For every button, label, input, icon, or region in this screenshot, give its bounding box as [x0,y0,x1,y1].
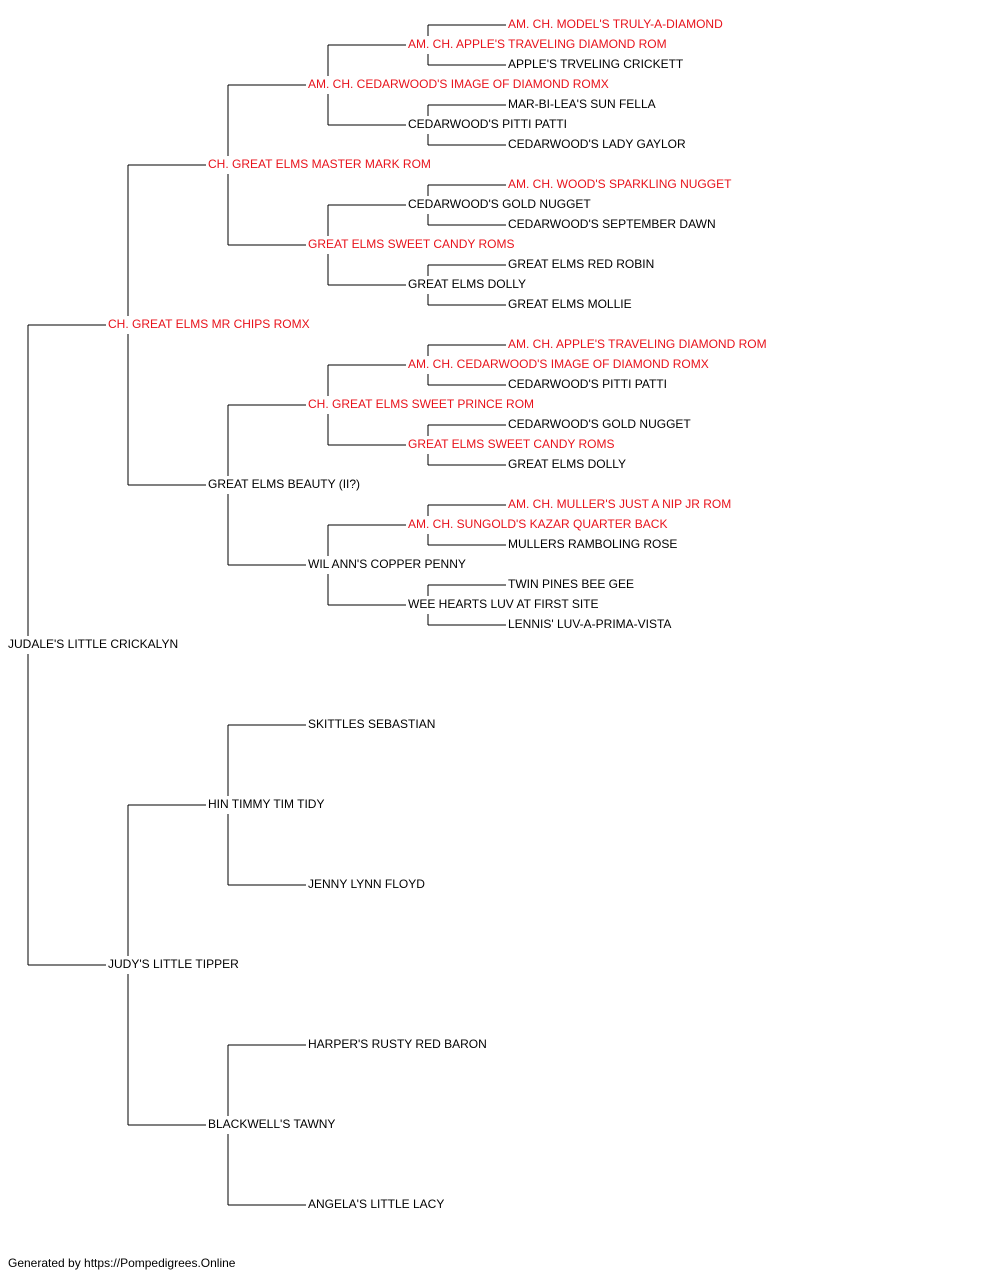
pedigree-entry-great-elms-sweet-candy-roms: GREAT ELMS SWEET CANDY ROMS [408,437,614,451]
pedigree-entry-angela-s-little-lacy: ANGELA'S LITTLE LACY [308,1197,444,1211]
pedigree-entry-great-elms-red-robin: GREAT ELMS RED ROBIN [508,257,654,271]
pedigree-entry-great-elms-beauty-ii: GREAT ELMS BEAUTY (II?) [208,477,360,491]
pedigree-entry-apple-s-trveling-crickett: APPLE'S TRVELING CRICKETT [508,57,684,71]
pedigree-entry-lennis-luv-a-prima-vista: LENNIS' LUV-A-PRIMA-VISTA [508,617,671,631]
generated-by-footer: Generated by https://Pompedigrees.Online [8,1256,236,1270]
pedigree-entry-cedarwood-s-gold-nugget: CEDARWOOD'S GOLD NUGGET [408,197,591,211]
pedigree-entry-skittles-sebastian: SKITTLES SEBASTIAN [308,717,435,731]
pedigree-entry-am-ch-apple-s-traveling-diamond-rom: AM. CH. APPLE'S TRAVELING DIAMOND ROM [408,37,667,51]
pedigree-entry-am-ch-cedarwood-s-image-of-diamond-romx: AM. CH. CEDARWOOD'S IMAGE OF DIAMOND ROM… [308,77,609,91]
pedigree-entry-hin-timmy-tim-tidy: HIN TIMMY TIM TIDY [208,797,324,811]
pedigree-entry-wil-ann-s-copper-penny: WIL ANN'S COPPER PENNY [308,557,466,571]
pedigree-entry-judy-s-little-tipper: JUDY'S LITTLE TIPPER [108,957,239,971]
pedigree-entry-harper-s-rusty-red-baron: HARPER'S RUSTY RED BARON [308,1037,487,1051]
pedigree-entry-cedarwood-s-september-dawn: CEDARWOOD'S SEPTEMBER DAWN [508,217,716,231]
pedigree-entry-cedarwood-s-lady-gaylor: CEDARWOOD'S LADY GAYLOR [508,137,686,151]
pedigree-entry-am-ch-sungold-s-kazar-quarter-back: AM. CH. SUNGOLD'S KAZAR QUARTER BACK [408,517,667,531]
pedigree-entry-blackwell-s-tawny: BLACKWELL'S TAWNY [208,1117,335,1131]
pedigree-entry-am-ch-muller-s-just-a-nip-jr-rom: AM. CH. MULLER'S JUST A NIP JR ROM [508,497,731,511]
pedigree-entry-ch-great-elms-sweet-prince-rom: CH. GREAT ELMS SWEET PRINCE ROM [308,397,534,411]
pedigree-entry-ch-great-elms-mr-chips-romx: CH. GREAT ELMS MR CHIPS ROMX [108,317,310,331]
pedigree-entry-great-elms-sweet-candy-roms: GREAT ELMS SWEET CANDY ROMS [308,237,514,251]
pedigree-entry-mullers-ramboling-rose: MULLERS RAMBOLING ROSE [508,537,677,551]
pedigree-entry-am-ch-apple-s-traveling-diamond-rom: AM. CH. APPLE'S TRAVELING DIAMOND ROM [508,337,767,351]
pedigree-entry-great-elms-mollie: GREAT ELMS MOLLIE [508,297,632,311]
pedigree-entry-judale-s-little-crickalyn: JUDALE'S LITTLE CRICKALYN [8,637,178,651]
pedigree-entry-wee-hearts-luv-at-first-site: WEE HEARTS LUV AT FIRST SITE [408,597,599,611]
pedigree-entry-am-ch-cedarwood-s-image-of-diamond-romx: AM. CH. CEDARWOOD'S IMAGE OF DIAMOND ROM… [408,357,709,371]
pedigree-entry-am-ch-wood-s-sparkling-nugget: AM. CH. WOOD'S SPARKLING NUGGET [508,177,732,191]
pedigree-entry-great-elms-dolly: GREAT ELMS DOLLY [508,457,626,471]
pedigree-entry-cedarwood-s-pitti-patti: CEDARWOOD'S PITTI PATTI [508,377,667,391]
pedigree-entry-great-elms-dolly: GREAT ELMS DOLLY [408,277,526,291]
pedigree-entry-am-ch-model-s-truly-a-diamond: AM. CH. MODEL'S TRULY-A-DIAMOND [508,17,723,31]
pedigree-entry-cedarwood-s-gold-nugget: CEDARWOOD'S GOLD NUGGET [508,417,691,431]
pedigree-entry-cedarwood-s-pitti-patti: CEDARWOOD'S PITTI PATTI [408,117,567,131]
pedigree-entry-jenny-lynn-floyd: JENNY LYNN FLOYD [308,877,425,891]
pedigree-entry-ch-great-elms-master-mark-rom: CH. GREAT ELMS MASTER MARK ROM [208,157,431,171]
pedigree-entry-mar-bi-lea-s-sun-fella: MAR-BI-LEA'S SUN FELLA [508,97,656,111]
pedigree-entry-twin-pines-bee-gee: TWIN PINES BEE GEE [508,577,634,591]
